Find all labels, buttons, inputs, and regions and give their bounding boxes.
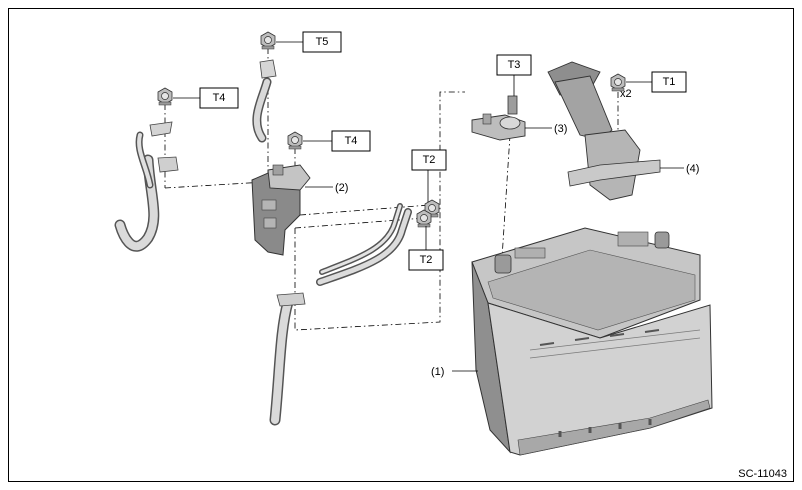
label-box-t3: T3	[496, 54, 532, 76]
callout-battery: (1)	[431, 366, 444, 378]
hold-down-clamp	[547, 61, 661, 201]
torque-label-t2-lower: T2	[420, 254, 433, 266]
torque-label-t4-center: T4	[345, 135, 358, 147]
torque-label-t1: T1	[663, 76, 676, 88]
figure-id: SC-11043	[738, 468, 787, 480]
label-box-t1: T1	[651, 71, 687, 93]
nut-t2-lower	[416, 209, 432, 228]
leader-lines	[173, 41, 684, 372]
label-box-t2-lower: T2	[408, 249, 444, 271]
label-box-t4-left: T4	[199, 87, 239, 109]
callout-terminal: (3)	[554, 123, 567, 135]
figure-frame	[8, 8, 794, 482]
callout-fuse-box: (2)	[335, 182, 348, 194]
torque-label-t3: T3	[508, 59, 521, 71]
callout-clamp: (4)	[686, 163, 699, 175]
label-box-t4-center: T4	[331, 130, 371, 152]
torque-label-t4-left: T4	[213, 92, 226, 104]
label-box-t5: T5	[302, 31, 342, 53]
battery-terminal	[471, 95, 526, 141]
torque-label-t5: T5	[316, 36, 329, 48]
battery	[471, 227, 713, 456]
nut-t4-center	[287, 131, 303, 150]
cables	[114, 59, 412, 426]
torque-label-t2-upper: T2	[423, 154, 436, 166]
fuse-box	[251, 164, 311, 256]
nut-t5	[260, 31, 276, 50]
t1-quantity: x2	[620, 88, 632, 100]
label-box-t2-upper: T2	[411, 149, 447, 171]
nut-t4-left	[157, 87, 173, 106]
